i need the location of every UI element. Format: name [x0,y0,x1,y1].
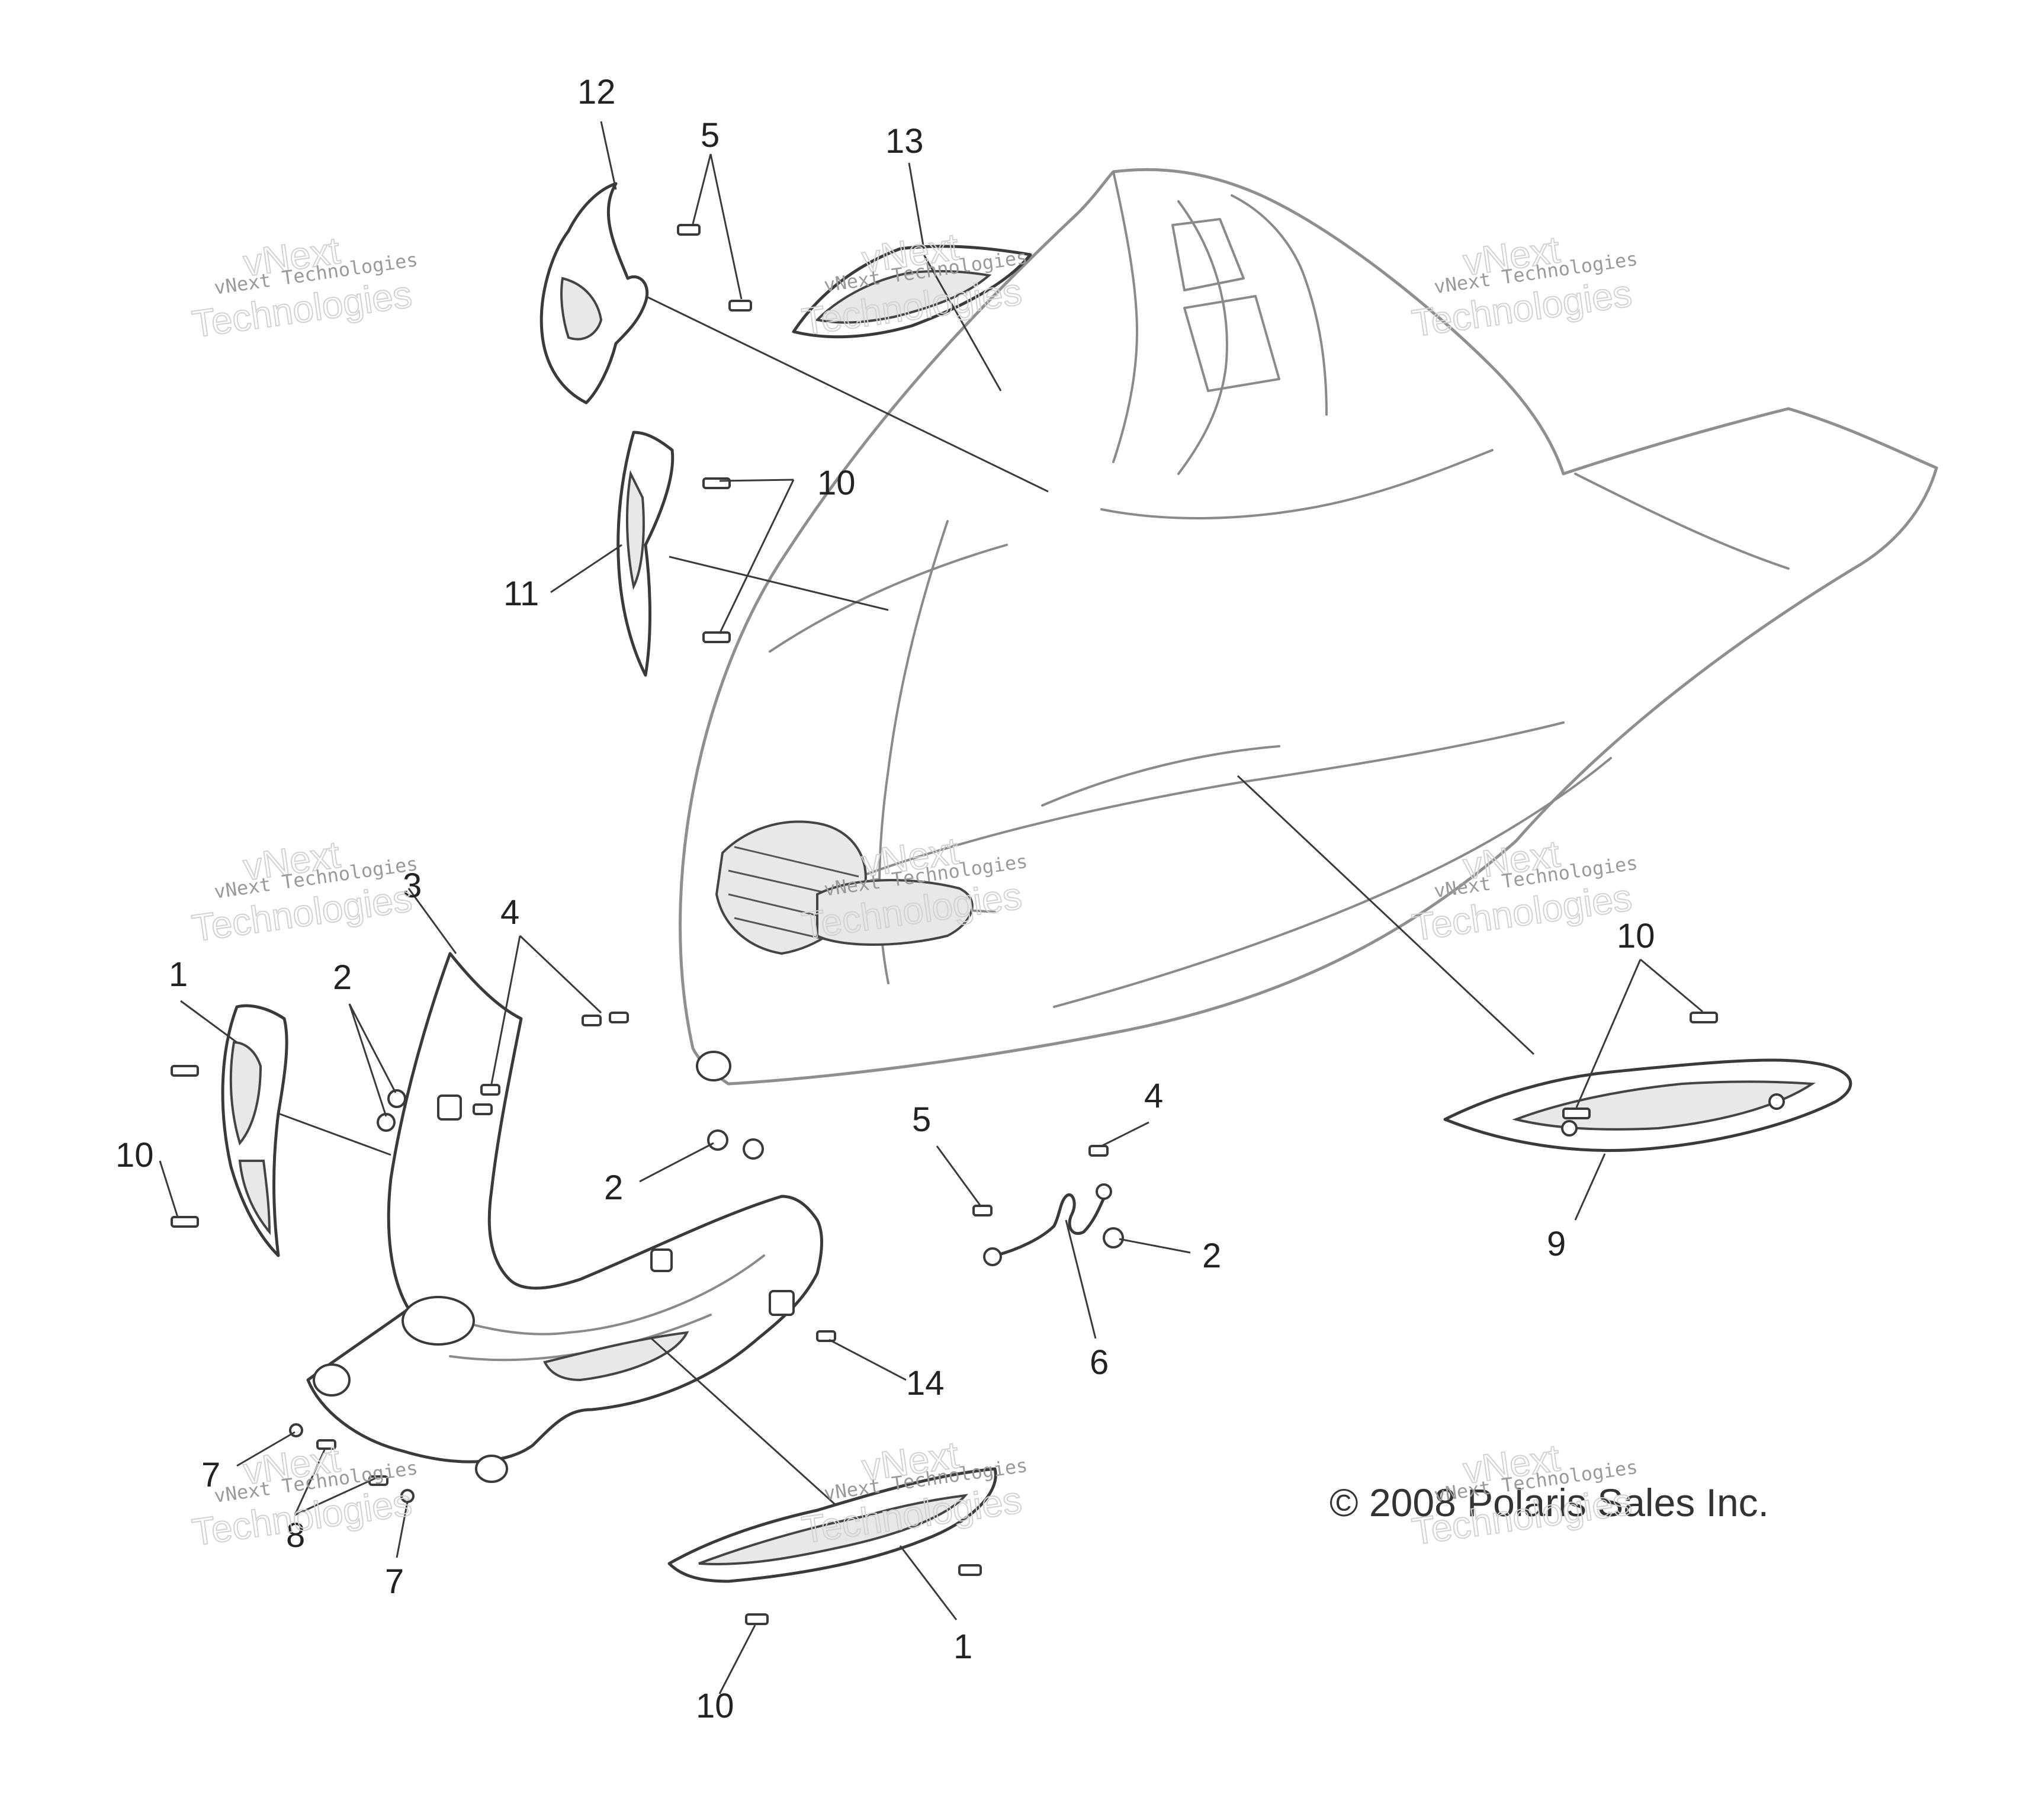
callout-1-left: 1 [169,955,188,994]
part-3-bumper-frame [306,952,823,1483]
callout-10-right: 10 [1617,917,1655,955]
callout-13: 13 [885,122,924,161]
callout-5-center: 5 [912,1100,931,1139]
part-12-side-panel [539,182,649,405]
callout-10-bottom: 10 [696,1687,734,1725]
part-1-bottom-grille [667,1467,997,1583]
watermark-9: vNext vNext Technologies Technologies [1409,1436,1639,1553]
callout-9: 9 [1547,1225,1566,1263]
watermark-3: vNext vNext Technologies Technologies [1409,227,1639,345]
callout-3: 3 [403,866,422,905]
part-11-side-vent [616,431,675,677]
callout-2-left: 2 [333,958,352,997]
callout-labels: 12 5 13 10 11 3 4 1 2 10 2 5 4 2 6 14 10… [115,73,1655,1725]
callout-7-bottom: 7 [385,1562,404,1601]
watermark-6: vNext vNext Technologies Technologies [1409,832,1639,949]
callout-7-left: 7 [201,1456,220,1494]
callout-6: 6 [1090,1343,1109,1382]
watermark-1: vNext vNext Technologies Technologies [189,228,419,346]
watermark-8: vNext vNext Technologies Technologies [799,1433,1029,1552]
callout-11: 11 [503,574,539,613]
callout-10-left: 10 [115,1136,154,1174]
part-13-top-vent [792,245,1032,339]
callout-10-upper: 10 [817,464,856,502]
watermark-4: vNext vNext Technologies Technologies [189,832,419,950]
part-9-right-grille [1443,1058,1852,1153]
leader-lines [159,121,1703,1694]
callout-14: 14 [906,1364,945,1402]
callout-2-right: 2 [1202,1237,1221,1275]
nose-tip-icon [696,1051,731,1081]
hood-assembly [679,168,1938,1086]
copyright-notice: © 2008 Polaris Sales Inc. [1329,1481,1769,1524]
callout-4-center: 4 [1144,1077,1163,1115]
callout-8: 8 [286,1516,305,1555]
callout-12: 12 [577,73,616,111]
part-1-left-grille [221,1004,288,1257]
callout-5-top: 5 [701,116,720,155]
callout-4-left: 4 [500,893,519,932]
fasteners [171,224,1718,1625]
callout-1-bottom: 1 [953,1628,972,1666]
part-6-spring-wire [983,1183,1112,1266]
callout-2-center: 2 [604,1169,623,1207]
